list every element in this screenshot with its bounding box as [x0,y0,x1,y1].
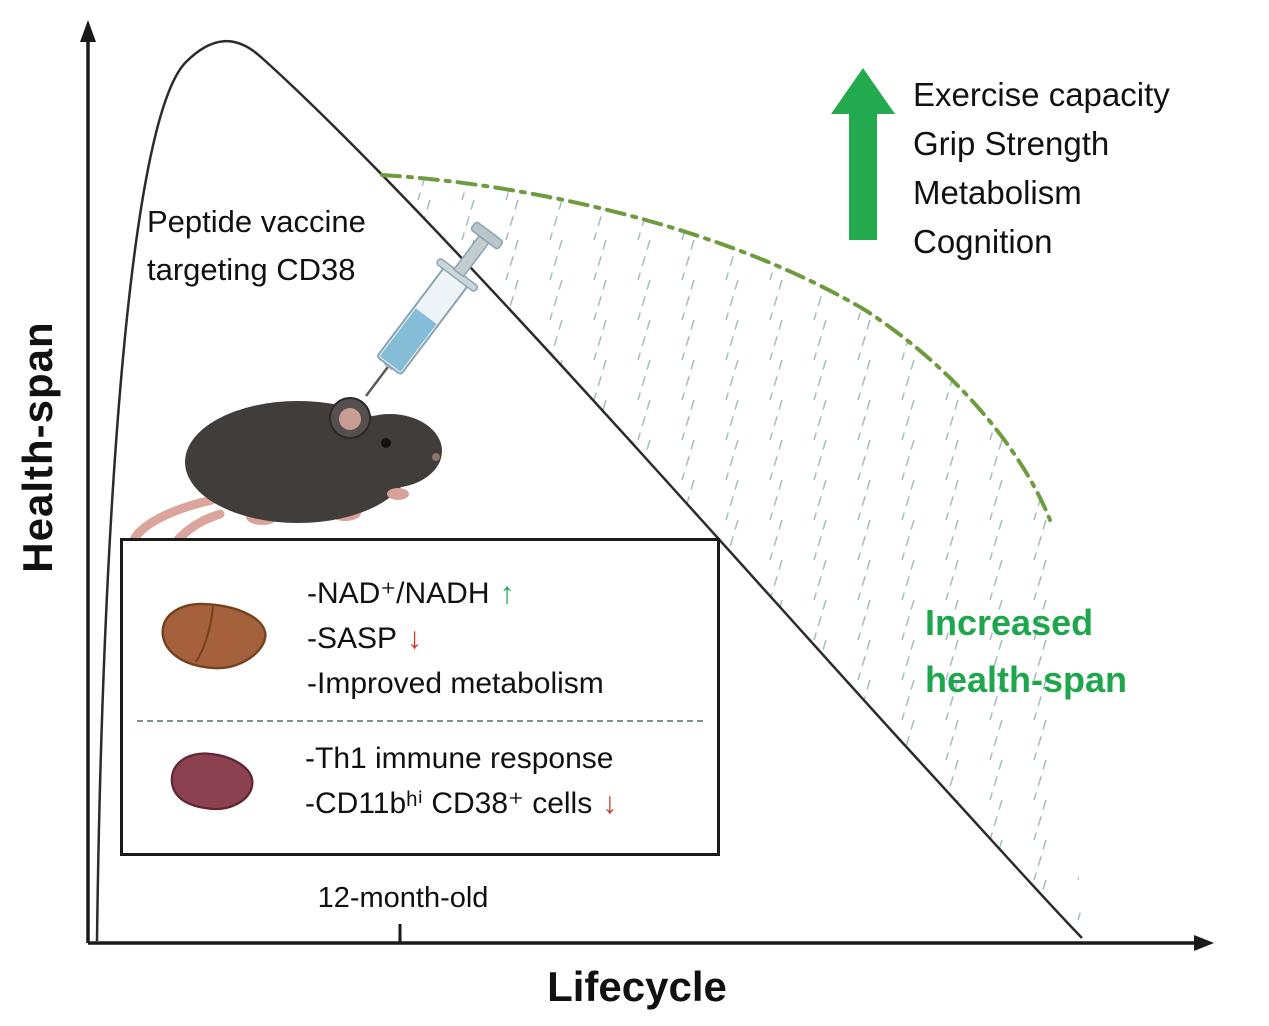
increased-healthspan-hatched-area [382,175,1082,936]
big-green-up-arrow-icon [831,68,895,240]
spleen-findings-row: -Th1 immune response -CD11bʰⁱ CD38⁺ cell… [123,732,717,834]
increased-healthspan-line1: Increased [925,602,1094,643]
vaccine-annotation: Peptide vaccine targeting CD38 [147,198,366,294]
x-axis-label: Lifecycle [547,963,727,1010]
finding-text: -SASP [307,621,398,655]
finding-line: -SASP ↓ [307,616,604,661]
finding-line: -Improved metabolism [307,661,604,706]
extended-healthspan-curve [380,173,1052,522]
finding-text: -Improved metabolism [307,666,604,700]
mouse-illustration [128,397,442,562]
up-arrow-icon: ↑ [499,576,515,610]
down-arrow-icon: ↓ [407,621,423,655]
finding-text: -CD11bʰⁱ CD38⁺ cells [305,786,593,820]
healthspan-curve [95,40,1083,942]
benefit-item: Cognition [913,223,1053,260]
liver-findings-row: -NAD⁺/NADH ↑ -SASP ↓ -Improved metabolism [123,561,717,710]
y-axis [80,20,96,943]
finding-text: -Th1 immune response [305,741,614,775]
y-axis-label: Health-span [14,321,61,573]
down-arrow-icon: ↓ [602,786,618,820]
finding-line: -NAD⁺/NADH ↑ [307,571,604,616]
benefit-item: Grip Strength [913,125,1110,162]
spleen-findings-text: -Th1 immune response -CD11bʰⁱ CD38⁺ cell… [305,736,617,826]
vaccine-annotation-line1: Peptide vaccine [147,204,366,239]
benefit-item: Exercise capacity [913,76,1170,113]
x-axis-tick-label: 12-month-old [317,882,489,914]
increased-healthspan-label: Increased health-span [925,594,1127,708]
x-axis [88,935,1214,951]
finding-text: -NAD⁺/NADH [307,576,490,610]
syringe-icon [365,221,504,397]
benefits-list: Exercise capacity Grip Strength Metaboli… [913,70,1170,266]
increased-healthspan-line2: health-span [925,659,1128,700]
spleen-icon [170,752,254,810]
liver-icon [161,602,267,670]
liver-findings-text: -NAD⁺/NADH ↑ -SASP ↓ -Improved metabolism [307,571,604,706]
vaccine-annotation-line2: targeting CD38 [147,252,356,287]
dashed-divider [137,719,703,722]
benefit-item: Metabolism [913,174,1082,211]
finding-line: -CD11bʰⁱ CD38⁺ cells ↓ [305,781,617,826]
finding-line: -Th1 immune response [305,736,617,781]
findings-box: -NAD⁺/NADH↑ -SASP↓ -Improved metabolism … [120,538,720,856]
